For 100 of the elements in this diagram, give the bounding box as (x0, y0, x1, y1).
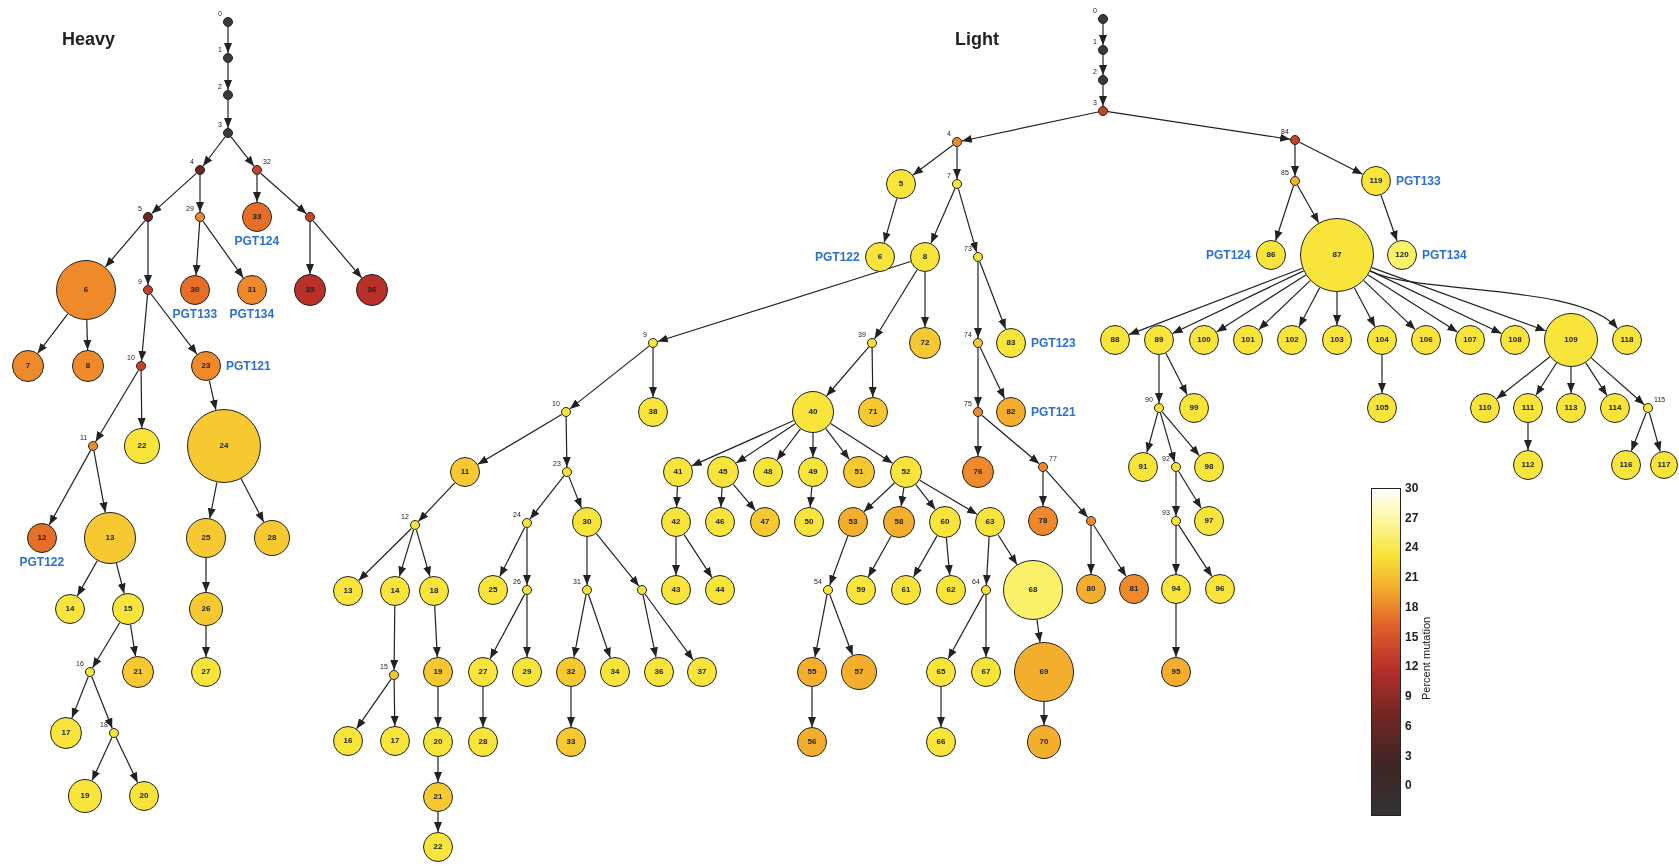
tree-node (27, 523, 57, 553)
node-number: 107 (1463, 336, 1477, 344)
tree-node (1098, 106, 1108, 116)
node-number: 22 (433, 843, 443, 851)
tree-node (562, 467, 572, 477)
arrow (863, 482, 895, 513)
arrow (1367, 274, 1458, 333)
tree-node (975, 507, 1005, 537)
tree-node (1003, 560, 1063, 620)
arrow (192, 221, 201, 276)
tree-node (136, 361, 146, 371)
arrow (202, 625, 210, 658)
tree-node (556, 727, 586, 757)
tree-node (242, 202, 272, 232)
panel-title: Heavy (62, 30, 116, 48)
arrow (937, 686, 945, 728)
tree-node (1300, 218, 1374, 292)
arrow (1258, 280, 1311, 331)
node-number: 82 (1006, 408, 1016, 416)
arrow (981, 414, 1040, 465)
arrow (912, 535, 938, 578)
node-number: 27 (201, 668, 211, 676)
node-number: 114 (1608, 404, 1622, 412)
tree-node (661, 507, 691, 537)
tree-node (84, 512, 136, 564)
tree-node (996, 397, 1026, 427)
arrow (196, 174, 204, 213)
node-number: 24 (219, 442, 229, 450)
node-number: 43 (671, 586, 681, 594)
arrow (1291, 144, 1299, 177)
node-number: 104 (1375, 336, 1389, 344)
tree-node (867, 338, 877, 348)
arrow (1093, 524, 1127, 577)
arrow (732, 483, 756, 512)
tree-node (687, 657, 717, 687)
tree-node (936, 575, 966, 605)
tree-node (707, 456, 739, 488)
arrow (398, 529, 415, 578)
node-number: 118 (1620, 336, 1634, 344)
arrow (1178, 524, 1213, 577)
arrow (562, 416, 571, 468)
arrow (1380, 194, 1398, 242)
tick-label: 21 (1405, 571, 1419, 584)
arrow (306, 221, 314, 275)
arrow (1333, 291, 1341, 326)
node-number: 38 (648, 408, 658, 416)
arrow (224, 99, 232, 129)
tree-node (823, 585, 833, 595)
arrow (1040, 701, 1048, 726)
node-number: 105 (1375, 404, 1389, 412)
node-number: 12 (37, 534, 47, 542)
arrow (95, 369, 139, 443)
node-number: 80 (1086, 585, 1096, 593)
tree-node (1470, 393, 1500, 423)
tree-node (1171, 516, 1181, 526)
node-number: 51 (854, 468, 864, 476)
node-number: 34 (610, 668, 620, 676)
arrow (915, 484, 936, 510)
node-number: 53 (848, 518, 858, 526)
tree-node (254, 520, 290, 556)
arrow (138, 294, 149, 362)
arrow (207, 481, 218, 519)
node-number: 11 (460, 468, 470, 476)
tree-node (1411, 325, 1441, 355)
tree-node (661, 575, 691, 605)
tree-node (1128, 452, 1158, 482)
tree-node (380, 576, 410, 606)
node-number: 30 (190, 286, 200, 294)
tree-node (909, 327, 941, 359)
node-number: 40 (808, 408, 818, 416)
tree-node (929, 506, 961, 538)
arrow (944, 537, 953, 576)
arrow (104, 220, 146, 268)
arrow (1107, 111, 1291, 142)
arrow (919, 479, 978, 515)
antibody-label: PGT122 (815, 251, 860, 263)
tree-node (1189, 325, 1219, 355)
tick-label: 27 (1405, 511, 1419, 524)
tick-label: 3 (1405, 749, 1412, 762)
arrow (809, 432, 817, 458)
node-number: 14 (390, 587, 400, 595)
tree-node (180, 275, 210, 305)
tree-node (512, 657, 542, 687)
tree-node (890, 456, 922, 488)
tree-node (1161, 657, 1191, 687)
node-number: 35 (305, 286, 315, 294)
node-number: 87 (1332, 251, 1342, 259)
arrow (202, 557, 210, 593)
arrow (567, 686, 575, 728)
arrow (1099, 84, 1107, 107)
arrow (1648, 412, 1662, 453)
arrow (477, 414, 563, 465)
node-number: 60 (940, 518, 950, 526)
node-number: 57 (854, 668, 864, 676)
tree-node (952, 137, 962, 147)
tree-node (838, 507, 868, 537)
arrow (974, 261, 982, 339)
tree-node (56, 260, 116, 320)
tree-node (973, 407, 983, 417)
node-number: 91 (1138, 463, 1148, 471)
